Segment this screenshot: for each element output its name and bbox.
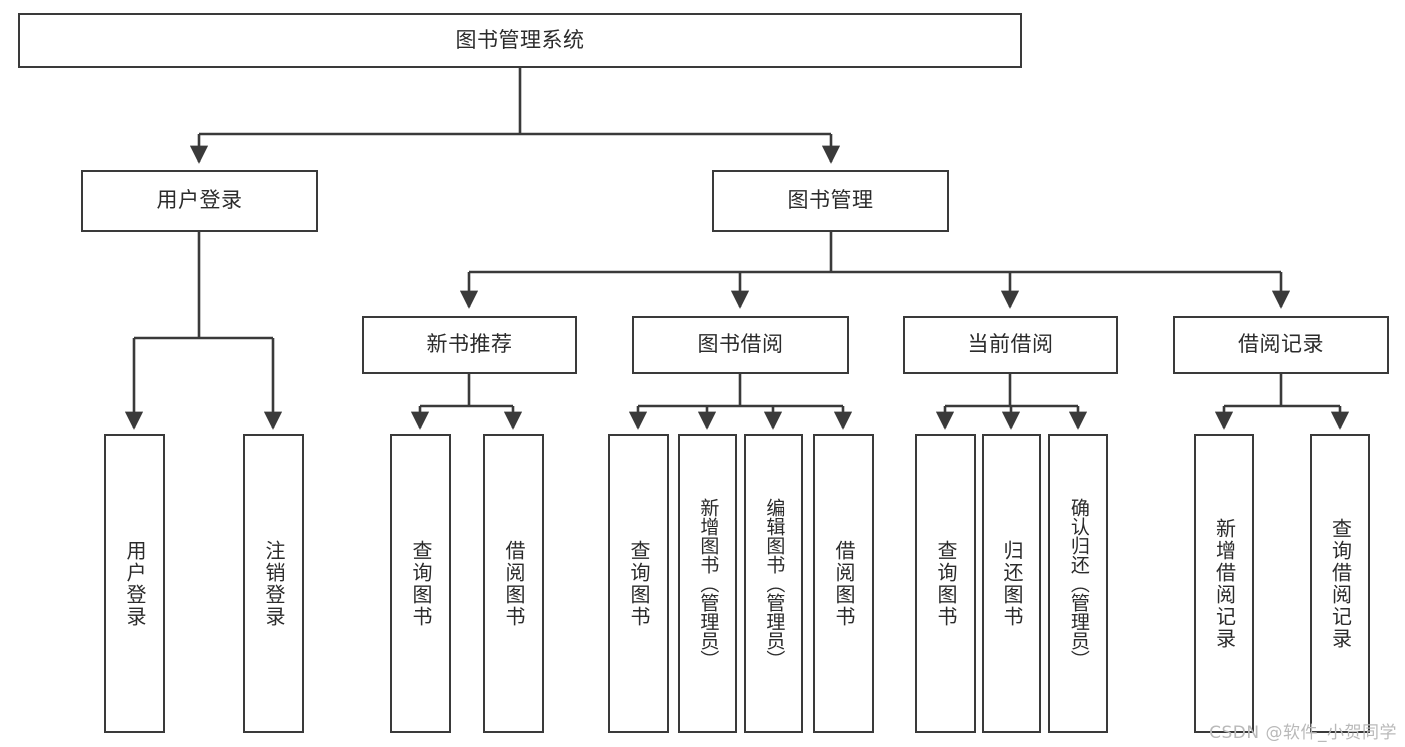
leaf-current-query-book-label: 查询图书: [934, 539, 958, 628]
leaf-borrow-query-book[interactable]: 查询图书: [608, 434, 669, 733]
leaf-user-login-signin-label: 用户登录: [123, 539, 147, 628]
leaf-borrow-query-book-label: 查询图书: [627, 539, 651, 628]
leaf-current-confirm-return-label: 确认归还（管理员）: [1067, 498, 1090, 669]
leaf-user-login-signout-label: 注销登录: [262, 539, 286, 628]
leaf-current-confirm-return[interactable]: 确认归还（管理员）: [1048, 434, 1108, 733]
node-borrow-records-label: 借阅记录: [1238, 332, 1324, 357]
leaf-borrow-add-book-label: 新增图书（管理员）: [697, 498, 720, 669]
leaf-borrow-borrow-book-label: 借阅图书: [832, 539, 856, 628]
leaf-borrow-edit-book-label: 编辑图书（管理员）: [763, 498, 786, 669]
leaf-new-book-borrow[interactable]: 借阅图书: [483, 434, 544, 733]
node-user-login[interactable]: 用户登录: [81, 170, 318, 232]
leaf-records-add[interactable]: 新增借阅记录: [1194, 434, 1254, 733]
node-current-borrow[interactable]: 当前借阅: [903, 316, 1118, 374]
leaf-borrow-add-book[interactable]: 新增图书（管理员）: [678, 434, 737, 733]
node-new-book-recommend[interactable]: 新书推荐: [362, 316, 577, 374]
leaf-new-book-query-label: 查询图书: [409, 539, 433, 628]
leaf-borrow-edit-book[interactable]: 编辑图书（管理员）: [744, 434, 803, 733]
leaf-user-login-signin[interactable]: 用户登录: [104, 434, 165, 733]
node-new-book-recommend-label: 新书推荐: [426, 332, 513, 357]
node-book-borrow-label: 图书借阅: [697, 332, 784, 357]
leaf-current-return-book-label: 归还图书: [1000, 539, 1024, 628]
node-user-login-label: 用户登录: [156, 188, 243, 213]
node-book-management[interactable]: 图书管理: [712, 170, 949, 232]
leaf-records-add-label: 新增借阅记录: [1212, 517, 1237, 650]
leaf-records-query-label: 查询借阅记录: [1328, 517, 1353, 650]
leaf-new-book-query[interactable]: 查询图书: [390, 434, 451, 733]
leaf-current-return-book[interactable]: 归还图书: [982, 434, 1041, 733]
leaf-current-query-book[interactable]: 查询图书: [915, 434, 976, 733]
leaf-user-login-signout[interactable]: 注销登录: [243, 434, 304, 733]
node-book-borrow[interactable]: 图书借阅: [632, 316, 849, 374]
node-root-system-label: 图书管理系统: [455, 27, 585, 52]
node-book-management-label: 图书管理: [787, 188, 874, 213]
node-root-system[interactable]: 图书管理系统: [18, 13, 1022, 68]
leaf-records-query[interactable]: 查询借阅记录: [1310, 434, 1370, 733]
node-current-borrow-label: 当前借阅: [967, 332, 1054, 357]
leaf-borrow-borrow-book[interactable]: 借阅图书: [813, 434, 874, 733]
node-borrow-records[interactable]: 借阅记录: [1173, 316, 1389, 374]
leaf-new-book-borrow-label: 借阅图书: [502, 539, 526, 628]
